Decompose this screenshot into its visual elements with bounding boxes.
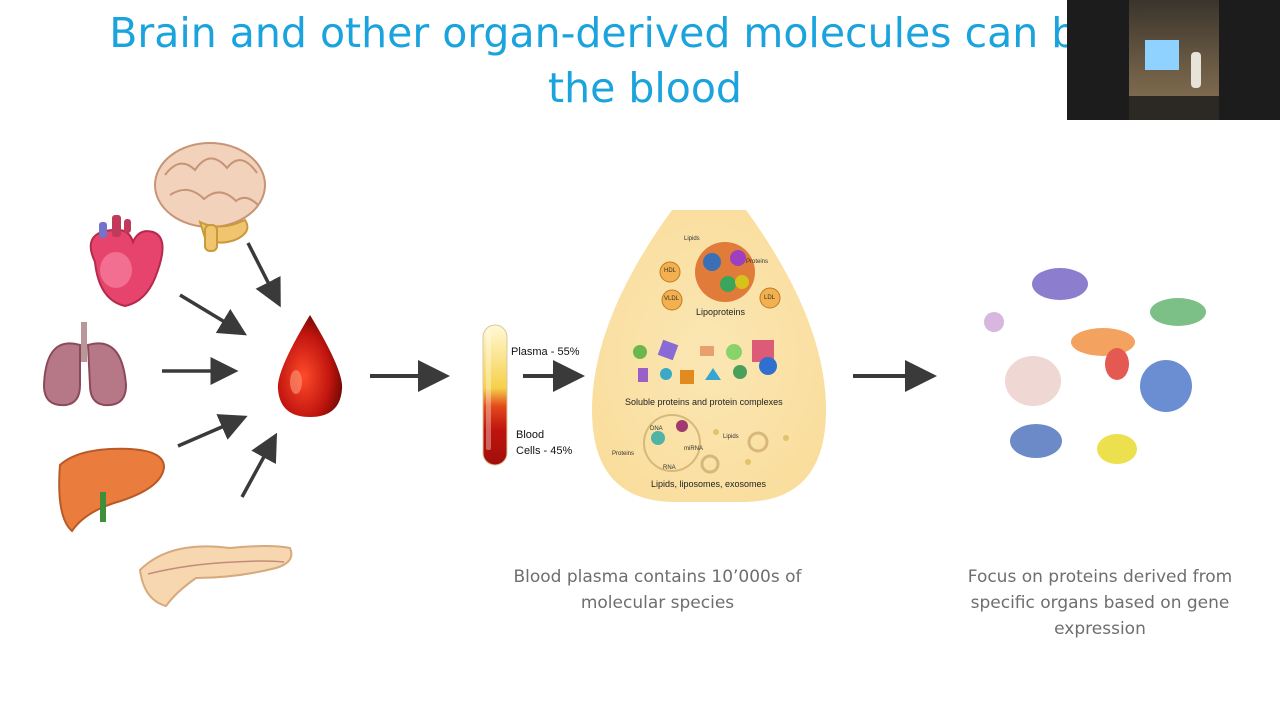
protein-red	[1105, 348, 1129, 380]
brain-icon	[154, 142, 266, 252]
label-proteins-small: Proteins	[612, 451, 635, 457]
plasma-diagram	[592, 210, 826, 502]
title-line-2: the blood	[548, 64, 742, 112]
protein-blue-green	[1010, 424, 1062, 458]
webcam-presenter	[1191, 52, 1201, 88]
caption-protein-focus: Focus on proteins derived from specific …	[950, 564, 1250, 642]
label-soluble-proteins: Soluble proteins and protein complexes	[625, 397, 783, 407]
blood-drop-icon	[277, 315, 343, 417]
arrow-brain	[246, 242, 281, 308]
label-mirna: miRNA	[684, 446, 703, 452]
protein-orange	[1071, 328, 1135, 356]
protein-pink	[1005, 356, 1061, 406]
arrow-heart	[179, 293, 247, 336]
webcam-screen	[1145, 40, 1179, 70]
lungs-icon	[42, 322, 128, 407]
arrow-liver	[177, 414, 248, 448]
label-ldl: LDL	[764, 295, 776, 301]
caption-protein-focus-line1: Focus on proteins derived from	[967, 567, 1233, 587]
title-line-1: Brain and other organ-derived molecules …	[109, 9, 1181, 57]
label-lipids-liposomes-exosomes: Lipids, liposomes, exosomes	[651, 479, 767, 489]
webcam-floor	[1129, 96, 1219, 120]
caption-blood-plasma-line2: molecular species	[580, 593, 735, 613]
protein-blue	[1140, 360, 1192, 412]
protein-yellow	[1097, 434, 1137, 464]
caption-protein-focus-line3: expression	[1054, 619, 1146, 639]
label-lipoproteins: Lipoproteins	[696, 307, 746, 317]
label-lipids-top: Lipids	[684, 236, 700, 242]
slide-title: Brain and other organ-derived molecules …	[0, 6, 1280, 116]
pancreas-icon	[138, 545, 293, 608]
label-dna: DNA	[650, 426, 663, 432]
liver-icon	[58, 447, 166, 533]
label-rna: RNA	[663, 465, 676, 471]
label-proteins-top: Proteins	[746, 259, 769, 265]
caption-blood-plasma-line1: Blood plasma contains 10’000s of	[513, 567, 802, 587]
protein-structures	[984, 268, 1206, 464]
organ-arrows	[162, 242, 281, 498]
arrow-pancreas	[240, 432, 278, 498]
blood-cells-label-line1: Blood	[516, 429, 545, 441]
protein-lilac	[984, 312, 1004, 332]
heart-icon	[89, 215, 164, 308]
test-tube-icon	[482, 324, 508, 466]
plasma-percent-label: Plasma - 55%	[511, 346, 580, 358]
label-vldl: VLDL	[664, 296, 680, 302]
blood-cells-label-line2: Cells - 45%	[516, 445, 573, 457]
protein-purple	[1032, 268, 1088, 300]
label-lipids-small: Lipids	[723, 434, 739, 440]
label-hdl: HDL	[664, 268, 677, 274]
protein-green	[1150, 298, 1206, 326]
presenter-webcam	[1067, 0, 1280, 120]
caption-blood-plasma: Blood plasma contains 10’000s of molecul…	[490, 564, 825, 616]
caption-protein-focus-line2: specific organs based on gene	[970, 593, 1230, 613]
